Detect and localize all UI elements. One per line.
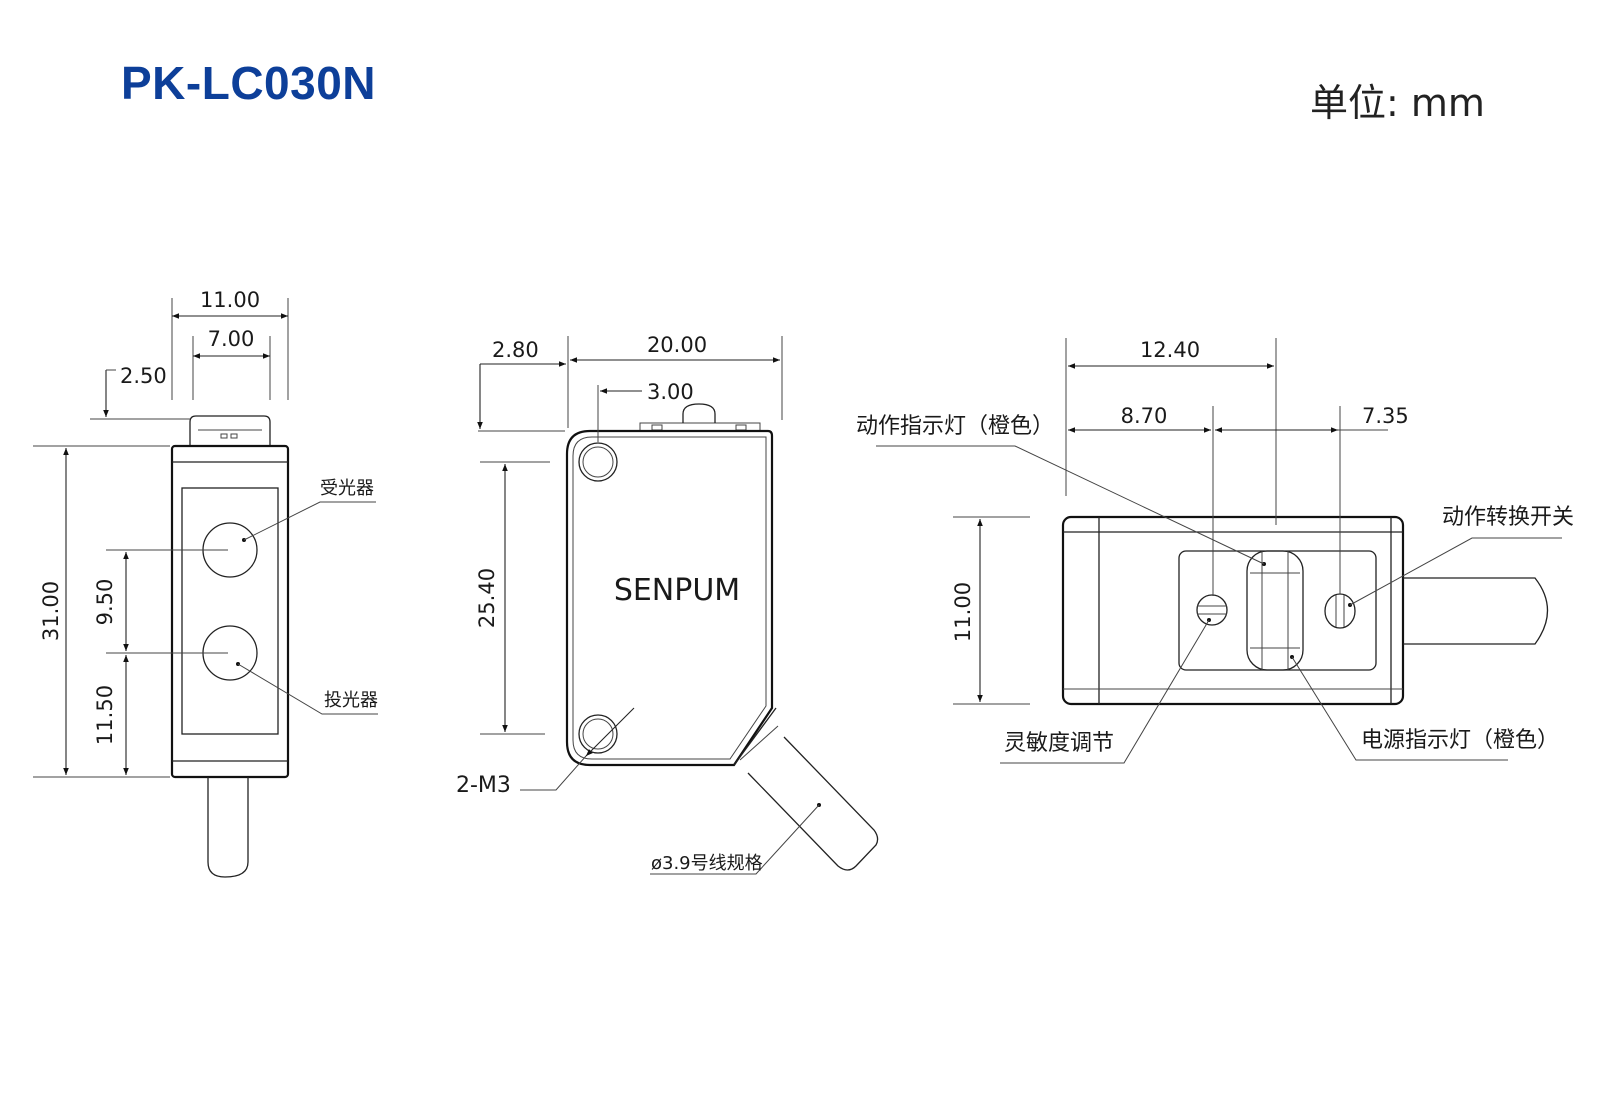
mount-holes-label: 2-M3	[456, 773, 511, 798]
side-view: SENPUM 2.80 20.00 3.00 25.40 2-M3 ø3.9号线…	[456, 333, 879, 875]
brand-marking: SENPUM	[614, 573, 740, 608]
top-switch-offset-dim: 7.35	[1362, 404, 1409, 428]
side-body	[565, 429, 774, 767]
mode-switch-label: 动作转换开关	[1442, 505, 1574, 530]
mount-hole-top	[578, 442, 618, 482]
control-panel	[1178, 550, 1377, 671]
side-cable	[747, 736, 879, 871]
sensitivity-adjust-label: 灵敏度调节	[1004, 731, 1114, 756]
top-width-dim: 11.00	[951, 582, 975, 642]
top-cable	[1403, 577, 1548, 645]
cable-spec-label: ø3.9号线规格	[651, 853, 763, 874]
front-top-offset-dim: 2.50	[120, 364, 167, 388]
indicator-lens	[1246, 550, 1304, 671]
side-length-dim: 20.00	[647, 333, 707, 357]
front-lens-pitch-dim: 9.50	[93, 579, 117, 626]
front-cable	[207, 777, 249, 878]
action-indicator-label: 动作指示灯（橙色）	[856, 414, 1054, 439]
front-height-dim: 31.00	[39, 581, 63, 641]
side-hole-pitch-dim: 25.40	[475, 568, 499, 628]
unit-label: 单位: mm	[1310, 81, 1485, 125]
receiver-label: 受光器	[320, 478, 374, 499]
side-top-offset-dim: 2.80	[492, 338, 539, 362]
front-body	[170, 444, 290, 779]
mode-switch	[1324, 593, 1356, 629]
model-title: PK-LC030N	[121, 57, 377, 109]
lens-window	[181, 487, 279, 735]
front-view: 11.00 7.00 2.50 31.00 9.50 11.50 受光器 投光器	[33, 288, 378, 878]
side-hole-offset-dim: 3.00	[647, 380, 694, 404]
power-indicator-label: 电源指示灯（橙色）	[1361, 728, 1559, 753]
front-lens-bottom-dim: 11.50	[93, 685, 117, 745]
top-view: 12.40 8.70 7.35 11.00 动作指示灯（橙色） 动作转换开关 灵…	[856, 338, 1574, 764]
mount-hole-bottom	[578, 714, 618, 754]
front-lens-spacing-dim: 7.00	[208, 327, 255, 351]
front-top-cap	[189, 415, 271, 447]
front-width-dim: 11.00	[200, 288, 260, 312]
sensitivity-knob	[1196, 594, 1228, 626]
top-knob-offset-dim: 8.70	[1121, 404, 1168, 428]
emitter-label: 投光器	[324, 690, 378, 711]
top-body	[1061, 515, 1405, 706]
top-panel-offset-dim: 12.40	[1140, 338, 1200, 362]
